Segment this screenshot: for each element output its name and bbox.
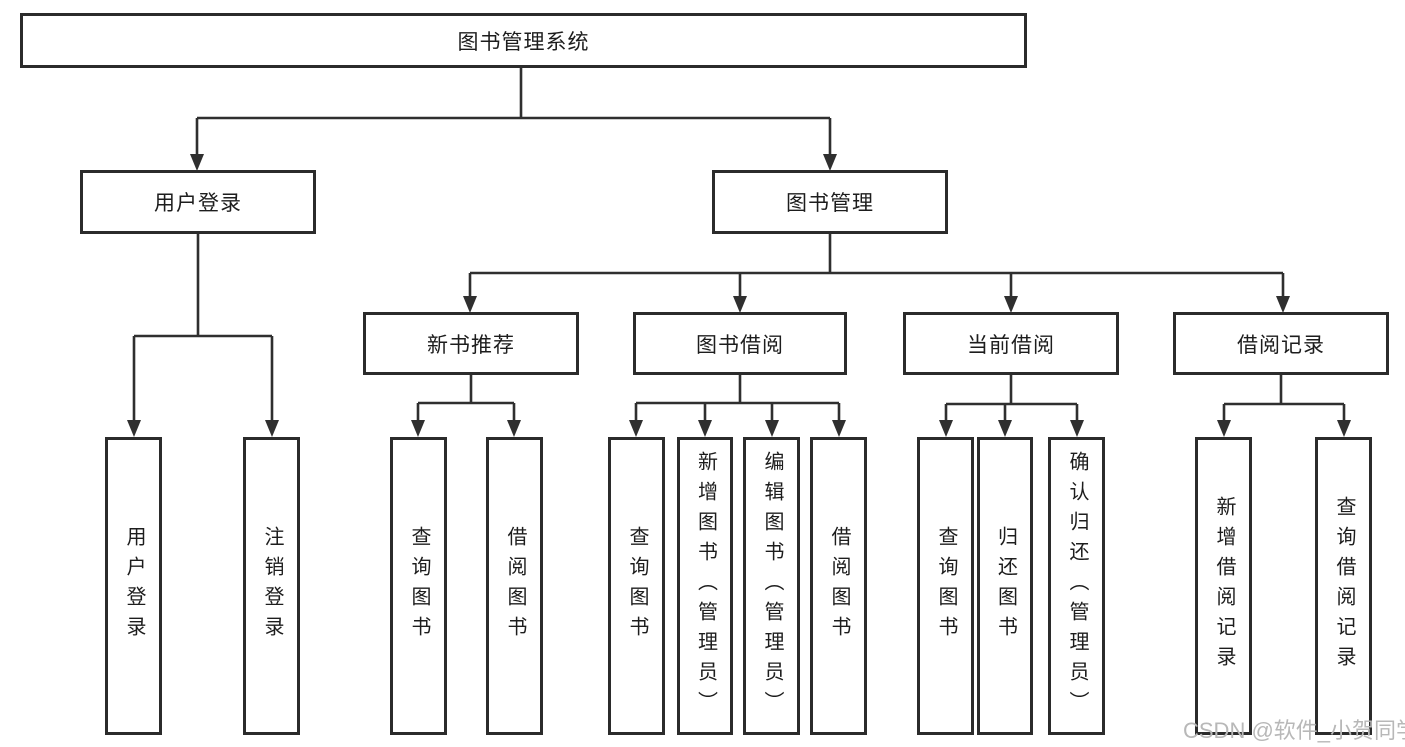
leaf-user-login-label: 用户登录	[123, 526, 145, 646]
node-book-borrowing: 图书借阅	[633, 312, 847, 375]
leaf-query-borrow-record: 查询借阅记录	[1315, 437, 1372, 735]
leaf-query-books-recommend: 查询图书	[390, 437, 447, 735]
leaf-borrow-books-recommend-label: 借阅图书	[504, 526, 526, 646]
leaf-user-login: 用户登录	[105, 437, 162, 735]
leaf-return-books: 归还图书	[977, 437, 1033, 735]
leaf-return-books-label: 归还图书	[994, 526, 1017, 646]
leaf-query-books-current-label: 查询图书	[935, 526, 957, 646]
node-current-borrowing: 当前借阅	[903, 312, 1119, 375]
leaf-confirm-return-admin-label: 确认归还（管理员）	[1066, 451, 1088, 721]
leaf-add-book-admin: 新增图书（管理员）	[677, 437, 733, 735]
leaf-borrow-books: 借阅图书	[810, 437, 867, 735]
leaf-borrow-books-recommend: 借阅图书	[486, 437, 543, 735]
leaf-logout-label: 注销登录	[261, 526, 283, 646]
node-user-login: 用户登录	[80, 170, 316, 234]
node-root: 图书管理系统	[20, 13, 1027, 68]
node-book-borrowing-label: 图书借阅	[696, 333, 784, 357]
leaf-edit-book-admin: 编辑图书（管理员）	[743, 437, 800, 735]
leaf-query-borrow-record-label: 查询借阅记录	[1333, 496, 1355, 676]
leaf-confirm-return-admin: 确认归还（管理员）	[1048, 437, 1105, 735]
node-borrowing-records-label: 借阅记录	[1237, 333, 1325, 357]
leaf-borrow-books-label: 借阅图书	[828, 526, 850, 646]
node-book-management: 图书管理	[712, 170, 948, 234]
watermark: CSDN @软件_小贺同学	[1183, 718, 1405, 743]
node-book-management-label: 图书管理	[786, 192, 874, 215]
leaf-add-book-admin-label: 新增图书（管理员）	[694, 451, 717, 721]
leaf-add-borrow-record: 新增借阅记录	[1195, 437, 1252, 735]
leaf-logout: 注销登录	[243, 437, 300, 735]
node-root-label: 图书管理系统	[457, 30, 590, 54]
leaf-query-books-borrow-label: 查询图书	[626, 526, 648, 646]
node-user-login-label: 用户登录	[154, 192, 242, 215]
leaf-add-borrow-record-label: 新增借阅记录	[1213, 496, 1235, 676]
node-borrowing-records: 借阅记录	[1173, 312, 1389, 375]
leaf-query-books-borrow: 查询图书	[608, 437, 665, 735]
node-current-borrowing-label: 当前借阅	[967, 333, 1055, 357]
leaf-edit-book-admin-label: 编辑图书（管理员）	[761, 451, 783, 721]
leaf-query-books-recommend-label: 查询图书	[408, 526, 430, 646]
node-new-book-recommendation: 新书推荐	[363, 312, 579, 375]
leaf-query-books-current: 查询图书	[917, 437, 974, 735]
node-new-book-recommendation-label: 新书推荐	[427, 333, 515, 357]
